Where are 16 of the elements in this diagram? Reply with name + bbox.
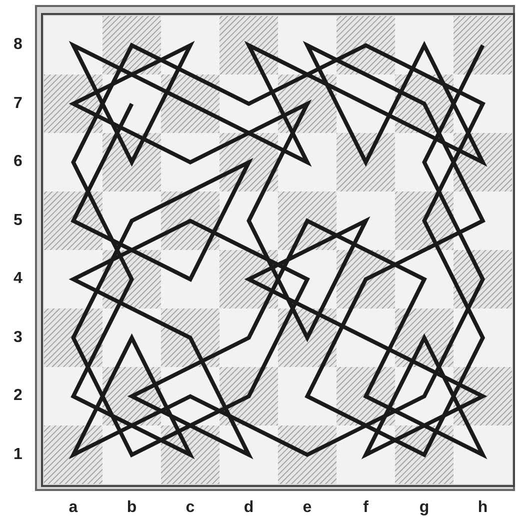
file-label: c <box>184 499 196 517</box>
rank-label: 4 <box>12 270 24 288</box>
file-label: f <box>362 499 370 517</box>
file-label: a <box>68 499 79 517</box>
rank-label: 5 <box>12 212 24 230</box>
rank-label: 2 <box>12 387 24 406</box>
rank-label: 6 <box>12 153 24 172</box>
file-label: b <box>126 499 138 517</box>
file-label: d <box>242 499 255 517</box>
rank-label: 3 <box>12 328 24 347</box>
file-label: h <box>476 499 489 517</box>
rank-label: 7 <box>12 94 24 113</box>
file-label: e <box>302 499 313 517</box>
rank-label: 1 <box>12 446 24 464</box>
rank-label: 8 <box>12 36 24 54</box>
file-label: g <box>418 499 430 517</box>
